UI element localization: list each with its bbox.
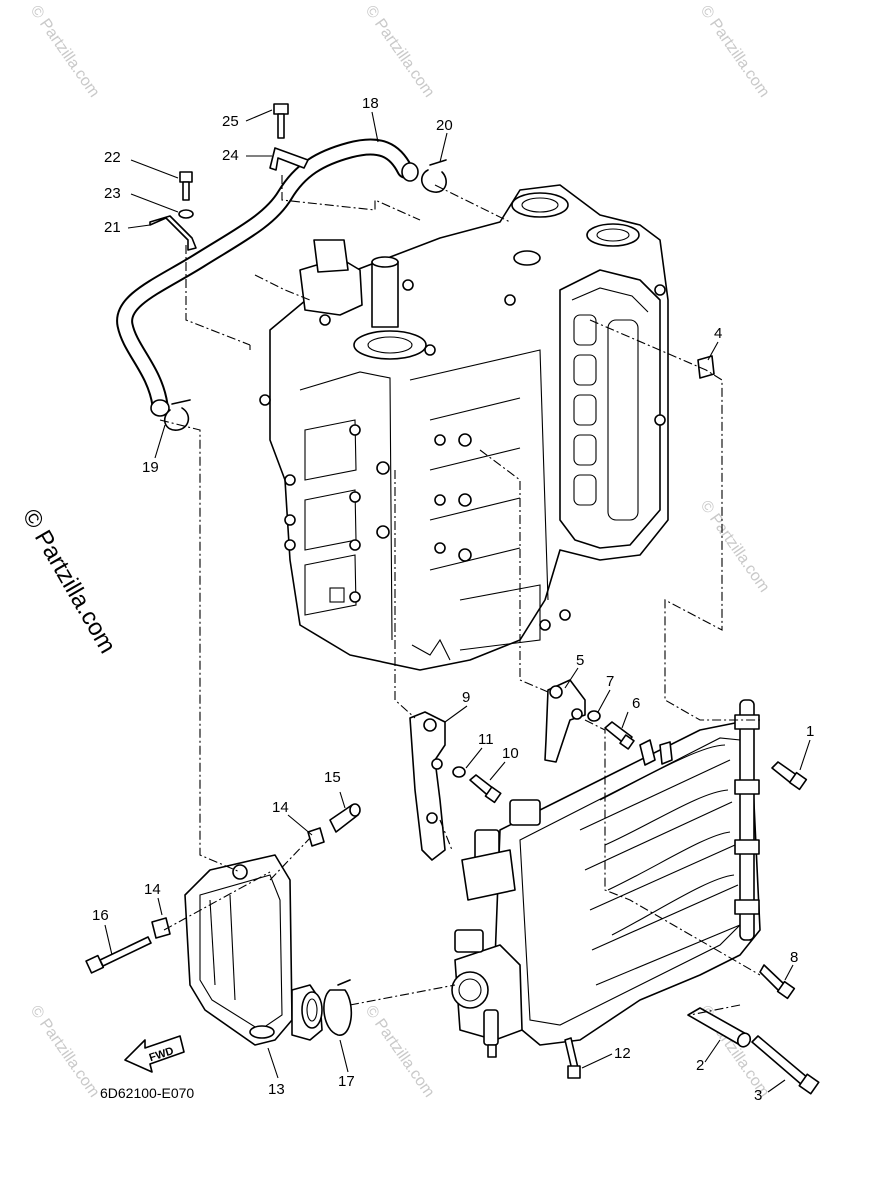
callout-1: 1 [806,723,814,740]
throttle-body [451,829,523,1058]
block-bolts [259,279,666,631]
callout-14b: 14 [144,881,161,898]
bolt [564,1037,581,1079]
washer [452,766,466,778]
watermark: © Partzilla.com [27,3,103,101]
bracket [409,711,446,861]
bolt [273,103,289,139]
callout-9: 9 [462,689,470,706]
grommet [151,917,171,939]
callout-6: 6 [632,695,640,712]
callout-16: 16 [92,907,109,924]
leader-lines [104,109,811,1093]
callout-7: 7 [606,673,614,690]
bolt [771,761,808,791]
hose-holder [269,147,309,171]
callout-19: 19 [142,459,159,476]
callout-14a: 14 [272,799,289,816]
hose-clip [163,399,191,431]
watermark: © Partzilla.com [27,1003,103,1101]
callout-15: 15 [324,769,341,786]
callout-12: 12 [614,1045,631,1062]
hose-holder [149,215,197,251]
watermark: © Partzilla.com [362,1003,438,1101]
bolt [751,1035,820,1095]
watermark: © Partzilla.com [362,3,438,101]
bolt [759,964,796,1000]
callout-18: 18 [362,95,379,112]
grommet [307,827,325,847]
assembly-lines [159,175,761,1016]
callout-25: 25 [222,113,239,130]
callout-4: 4 [714,325,722,342]
callout-22: 22 [104,149,121,166]
hose-clip [421,159,447,193]
callout-8: 8 [790,949,798,966]
callout-3: 3 [754,1087,762,1104]
partzilla-watermark: © Partzilla.com [17,505,121,659]
callout-2: 2 [696,1057,704,1074]
bracket [544,679,586,763]
washer [587,710,601,722]
callout-24: 24 [222,147,239,164]
callout-labels: 1 2 3 4 5 6 7 8 9 10 11 12 13 14 14 15 1… [92,95,814,1104]
callout-13: 13 [268,1081,285,1098]
callout-11: 11 [478,731,494,748]
intake-manifold [494,699,761,1046]
callout-5: 5 [576,652,584,669]
engine-block [259,184,669,671]
bolt [179,171,193,201]
bolt [604,721,635,750]
watermark: © Partzilla.com [697,498,773,596]
fwd-arrow: FWD [124,1035,185,1073]
hose-clamp [323,979,353,1036]
callout-21: 21 [104,219,121,236]
diagram-code: 6D62100-E070 [100,1085,194,1101]
callout-20: 20 [436,117,453,134]
bolt [469,774,502,804]
callout-10: 10 [502,745,519,762]
intake-silencer [184,854,323,1046]
vent-hose [116,138,419,417]
washer [178,209,194,219]
bolt [85,936,152,974]
callout-23: 23 [104,185,121,202]
watermark: © Partzilla.com [697,3,773,101]
callout-17: 17 [338,1073,355,1090]
